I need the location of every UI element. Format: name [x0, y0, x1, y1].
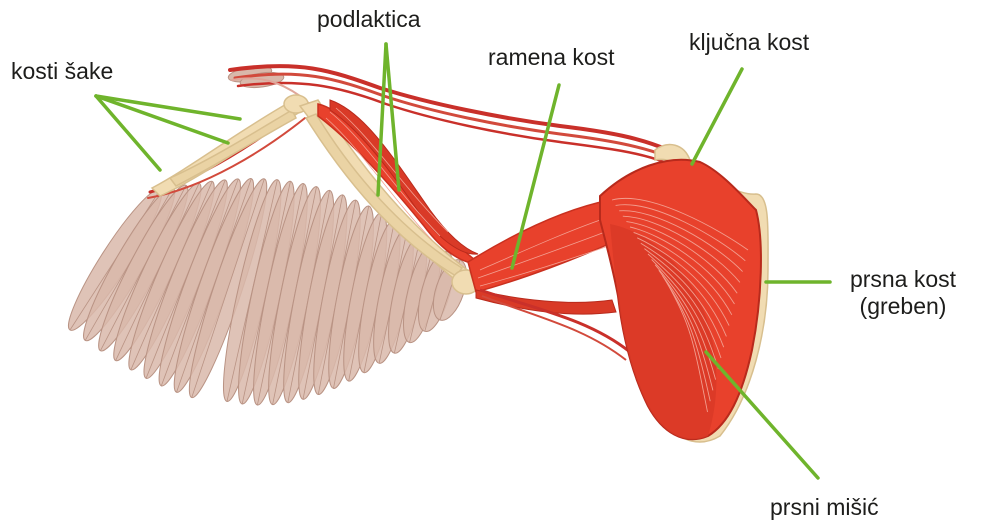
label-humerus: ramena kost — [488, 44, 615, 71]
label-forearm: podlaktica — [317, 6, 421, 33]
label-sternum-line1: prsna kost — [838, 266, 968, 293]
label-sternum-line2: (greben) — [838, 293, 968, 320]
pectoral-muscle — [600, 160, 761, 439]
label-clavicle: ključna kost — [689, 29, 809, 56]
label-hand-bones: kosti šake — [11, 58, 113, 85]
label-sternum: prsna kost (greben) — [838, 266, 968, 320]
leader-clavicle — [692, 69, 742, 164]
leader-hand-bones-1 — [96, 96, 240, 119]
label-pectoral: prsni mišić — [770, 494, 879, 521]
